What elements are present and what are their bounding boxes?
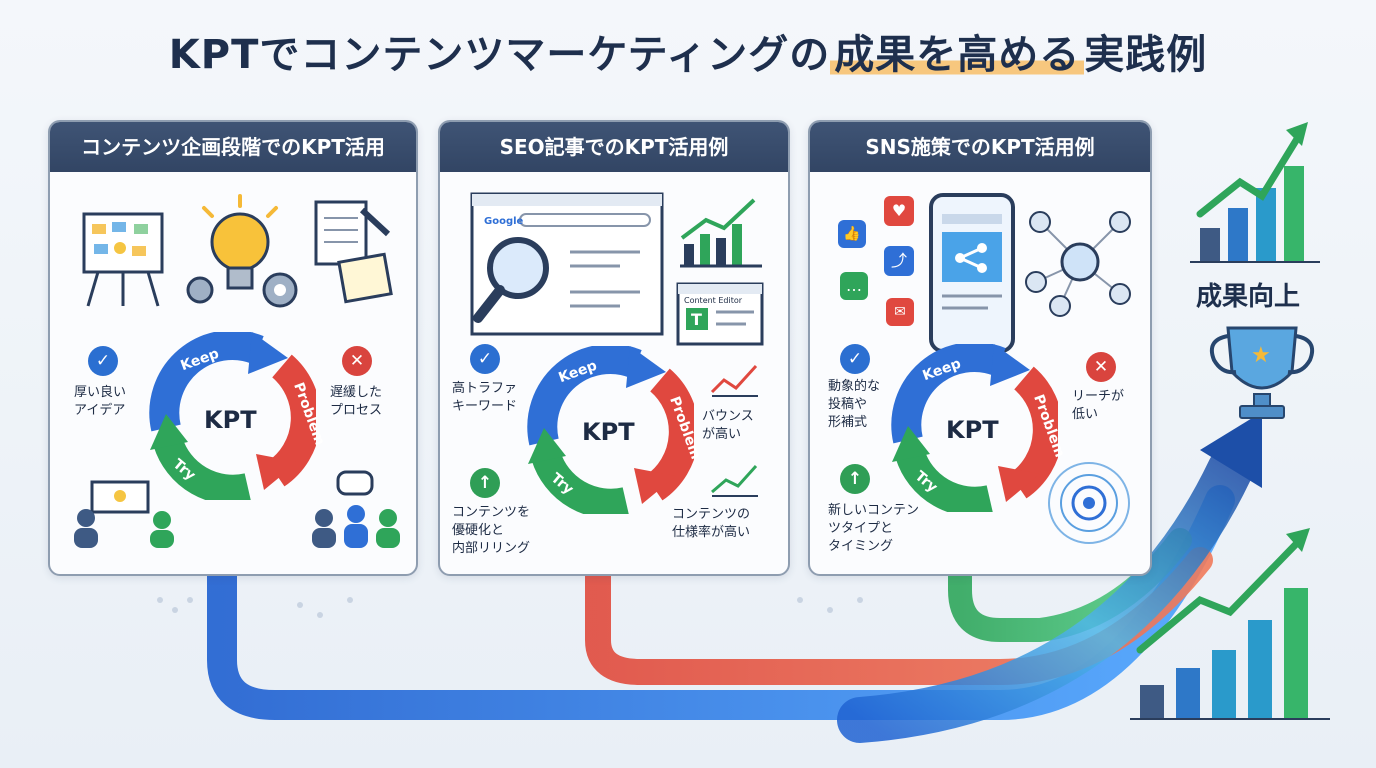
svg-text:★: ★: [1251, 343, 1271, 368]
keep-note: 動象的な 投稿や 形補式: [828, 379, 881, 430]
whiteboard-icon: [82, 212, 164, 307]
title-highlight: 成果を高める: [830, 32, 1085, 78]
cross-icon: ✕: [342, 346, 372, 376]
heart-icon: ♥: [884, 196, 914, 226]
chat-icon: …: [840, 272, 868, 300]
trophy-icon: ★: [1209, 326, 1315, 419]
keep-note: 高トラファ キーワード: [452, 381, 518, 414]
panel-seo: SEO記事でのKPT活用例 Google T Content Editor: [438, 120, 790, 576]
share-icon: ⤴: [884, 246, 914, 276]
target-radar-icon: [1048, 462, 1130, 544]
problem-note: 遅緩した プロセス: [330, 385, 383, 418]
panel-heading: SEO記事でのKPT活用例: [440, 122, 788, 172]
mail-icon: ✉: [886, 298, 914, 326]
smartphone-icon: [929, 193, 1015, 353]
growth-chart-icon: [680, 198, 762, 268]
title-post: 実践例: [1084, 32, 1208, 78]
problem-note: リーチが 低い: [1072, 389, 1125, 422]
notepad-pencil-icon: [314, 200, 393, 304]
editor-label: Content Editor: [684, 296, 743, 305]
bounce-chart-icon: [710, 364, 758, 397]
big-arrow-head: [1200, 412, 1262, 488]
page-title: KPTでコンテンツマーケティングの成果を高める実践例: [0, 22, 1376, 80]
try-note: 新しいコンテン ツタイプと タイミング: [828, 503, 920, 554]
network-icon: [1025, 211, 1131, 317]
kpt-cycle: [149, 332, 316, 500]
top-growth-chart: [1190, 122, 1320, 263]
panel-heading: SNS施策でのKPT活用例: [810, 122, 1150, 172]
kpt-center: KPT: [204, 406, 257, 434]
kpt-center: KPT: [582, 418, 635, 446]
bottom-growth-chart: [1130, 528, 1330, 720]
panel-heading: コンテンツ企画段階でのKPT活用: [50, 122, 416, 172]
svg-text:T: T: [691, 310, 702, 329]
kpt-center: KPT: [946, 416, 999, 444]
search-brand: Google: [484, 216, 524, 227]
problem-note-2: コンテンツの 仕様率が高い: [672, 507, 751, 540]
check-icon: ✓: [470, 344, 500, 374]
team-discussion-icon: [312, 470, 400, 548]
rising-chart-icon: [711, 464, 758, 497]
title-pre: KPTでコンテンツマーケティングの: [168, 32, 831, 78]
meeting-people-icon: [74, 480, 174, 548]
up-arrow-icon: ↑: [840, 464, 870, 494]
panel-planning: コンテンツ企画段階でのKPT活用: [48, 120, 418, 576]
like-icon: 👍: [838, 220, 866, 248]
check-icon: ✓: [840, 344, 870, 374]
keep-note: 厚い良い アイデア: [74, 385, 127, 418]
try-note: コンテンツを 優硬化と 内部リリング: [452, 505, 531, 556]
up-arrow-icon: ↑: [470, 468, 500, 498]
problem-note: バウンス が高い: [702, 409, 754, 442]
check-icon: ✓: [88, 346, 118, 376]
content-editor-window: T: [676, 282, 764, 346]
result-label: 成果向上: [1196, 282, 1301, 312]
cross-icon: ✕: [1086, 352, 1116, 382]
kpt-cycle: [891, 344, 1058, 512]
panel-sns: SNS施策でのKPT活用例 👍 ♥ ⤴ … ✉ KPT Keep: [808, 120, 1152, 576]
search-results-browser: [470, 192, 664, 336]
map-dots: [157, 597, 863, 618]
kpt-cycle: [527, 346, 694, 514]
lightbulb-gears-icon: [186, 194, 298, 308]
